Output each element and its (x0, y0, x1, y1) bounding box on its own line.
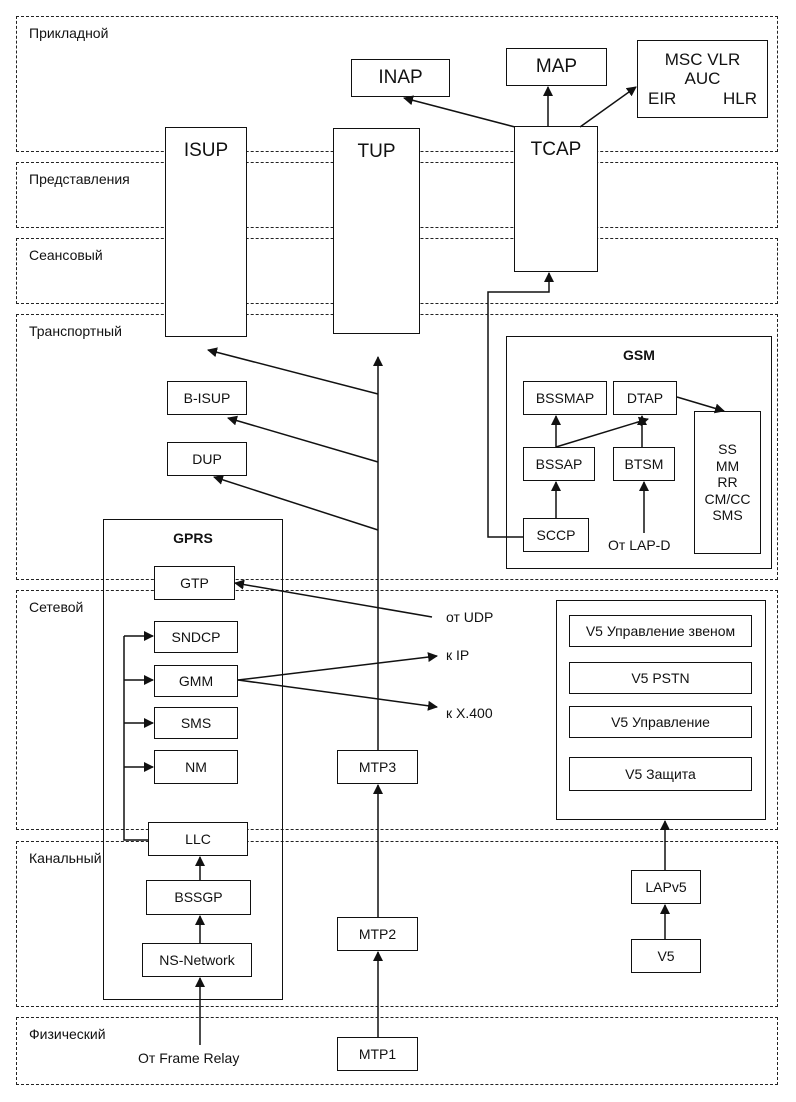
layer-datalink: Канальный (16, 841, 778, 1007)
inap-label: INAP (378, 67, 423, 89)
mtp3-box: MTP3 (337, 750, 418, 784)
msc-databases-box: MSC VLR AUC EIR HLR (637, 40, 768, 118)
b-isup-label: B-ISUP (183, 389, 231, 406)
gmm-box: GMM (154, 665, 238, 697)
dup-box: DUP (167, 442, 247, 476)
gsm-services-box: SS MM RR CM/CC SMS (694, 411, 761, 554)
bssgp-box: BSSGP (146, 880, 251, 915)
map-box: MAP (506, 48, 607, 86)
map-label: MAP (535, 56, 578, 78)
layer-label-application: Прикладной (29, 25, 109, 41)
llc-label: LLC (185, 830, 211, 847)
b-isup-box: B-ISUP (167, 381, 247, 415)
btsm-label: BTSM (624, 455, 664, 472)
inap-box: INAP (351, 59, 450, 97)
bssap-label: BSSAP (535, 455, 583, 472)
mtp1-box: MTP1 (337, 1037, 418, 1071)
dtap-box: DTAP (613, 381, 677, 415)
mtp3-label: MTP3 (358, 758, 397, 775)
bssmap-box: BSSMAP (523, 381, 607, 415)
gprs-sms-label: SMS (180, 714, 212, 731)
lapv5-label: LAPv5 (645, 878, 687, 895)
gsm-service-sms: SMS (712, 507, 743, 524)
gprs-title: GPRS (173, 530, 213, 546)
gsm-service-cmcc: CM/CC (704, 490, 751, 507)
msc-vlr-label: MSC VLR (664, 49, 741, 69)
v5-protection-box: V5 Защита (569, 757, 752, 791)
isup-column: ISUP (165, 127, 247, 337)
hlr-label: HLR (722, 88, 757, 108)
sndcp-label: SNDCP (171, 628, 221, 645)
gmm-label: GMM (178, 672, 214, 689)
btsm-box: BTSM (613, 447, 675, 481)
gsm-title: GSM (623, 347, 655, 363)
dtap-label: DTAP (626, 389, 664, 406)
gprs-group: GPRS (103, 519, 283, 1000)
eir-label: EIR (648, 88, 677, 108)
sccp-box: SCCP (523, 518, 589, 552)
to-x400-label: к X.400 (446, 705, 493, 721)
tup-label: TUP (357, 141, 396, 162)
mtp2-label: MTP2 (358, 925, 397, 942)
v5-box: V5 (631, 939, 701, 973)
v5-protection-label: V5 Защита (625, 765, 696, 782)
gtp-label: GTP (180, 574, 209, 591)
llc-box: LLC (148, 822, 248, 856)
v5-control-box: V5 Управление (569, 706, 752, 738)
v5-group (556, 600, 766, 820)
auc-label: AUC (684, 69, 721, 89)
v5-link-control-box: V5 Управление звеном (569, 615, 752, 647)
layer-label-presentation: Представления (29, 171, 130, 187)
gsm-service-mm: MM (715, 457, 740, 474)
nm-label: NM (185, 758, 207, 775)
tup-column: TUP (333, 128, 420, 334)
gprs-sms-box: SMS (154, 707, 238, 739)
layer-physical: Физический (16, 1017, 778, 1085)
layer-label-datalink: Канальный (29, 850, 102, 866)
ns-network-box: NS-Network (142, 943, 252, 977)
nm-box: NM (154, 750, 238, 784)
v5-pstn-label: V5 PSTN (631, 669, 690, 686)
ns-network-label: NS-Network (159, 951, 235, 968)
bssap-box: BSSAP (523, 447, 595, 481)
bssgp-label: BSSGP (174, 889, 223, 906)
layer-label-session: Сеансовый (29, 247, 103, 263)
layer-label-physical: Физический (29, 1026, 106, 1042)
v5-control-label: V5 Управление (611, 713, 710, 730)
sndcp-box: SNDCP (154, 621, 238, 653)
v5-link-control-label: V5 Управление звеном (585, 622, 736, 639)
isup-label: ISUP (183, 140, 229, 161)
tcap-label: TCAP (530, 139, 582, 160)
layer-label-network: Сетевой (29, 599, 84, 615)
gsm-service-rr: RR (717, 474, 738, 491)
bssmap-label: BSSMAP (535, 389, 595, 406)
mtp1-label: MTP1 (358, 1045, 397, 1062)
gsm-service-ss: SS (718, 441, 737, 458)
v5-label: V5 (657, 947, 675, 964)
v5-pstn-box: V5 PSTN (569, 662, 752, 694)
dup-label: DUP (192, 450, 222, 467)
tcap-column: TCAP (514, 126, 598, 272)
from-frame-relay-label: От Frame Relay (138, 1050, 240, 1066)
from-lapd-label: От LAP-D (608, 537, 671, 553)
sccp-label: SCCP (536, 526, 576, 543)
from-udp-label: от UDP (446, 609, 494, 625)
to-ip-label: к IP (446, 647, 470, 663)
mtp2-box: MTP2 (337, 917, 418, 951)
lapv5-box: LAPv5 (631, 870, 701, 904)
gtp-box: GTP (154, 566, 235, 600)
layer-label-transport: Транспортный (29, 323, 122, 339)
eir-hlr-row: EIR HLR (638, 89, 767, 109)
